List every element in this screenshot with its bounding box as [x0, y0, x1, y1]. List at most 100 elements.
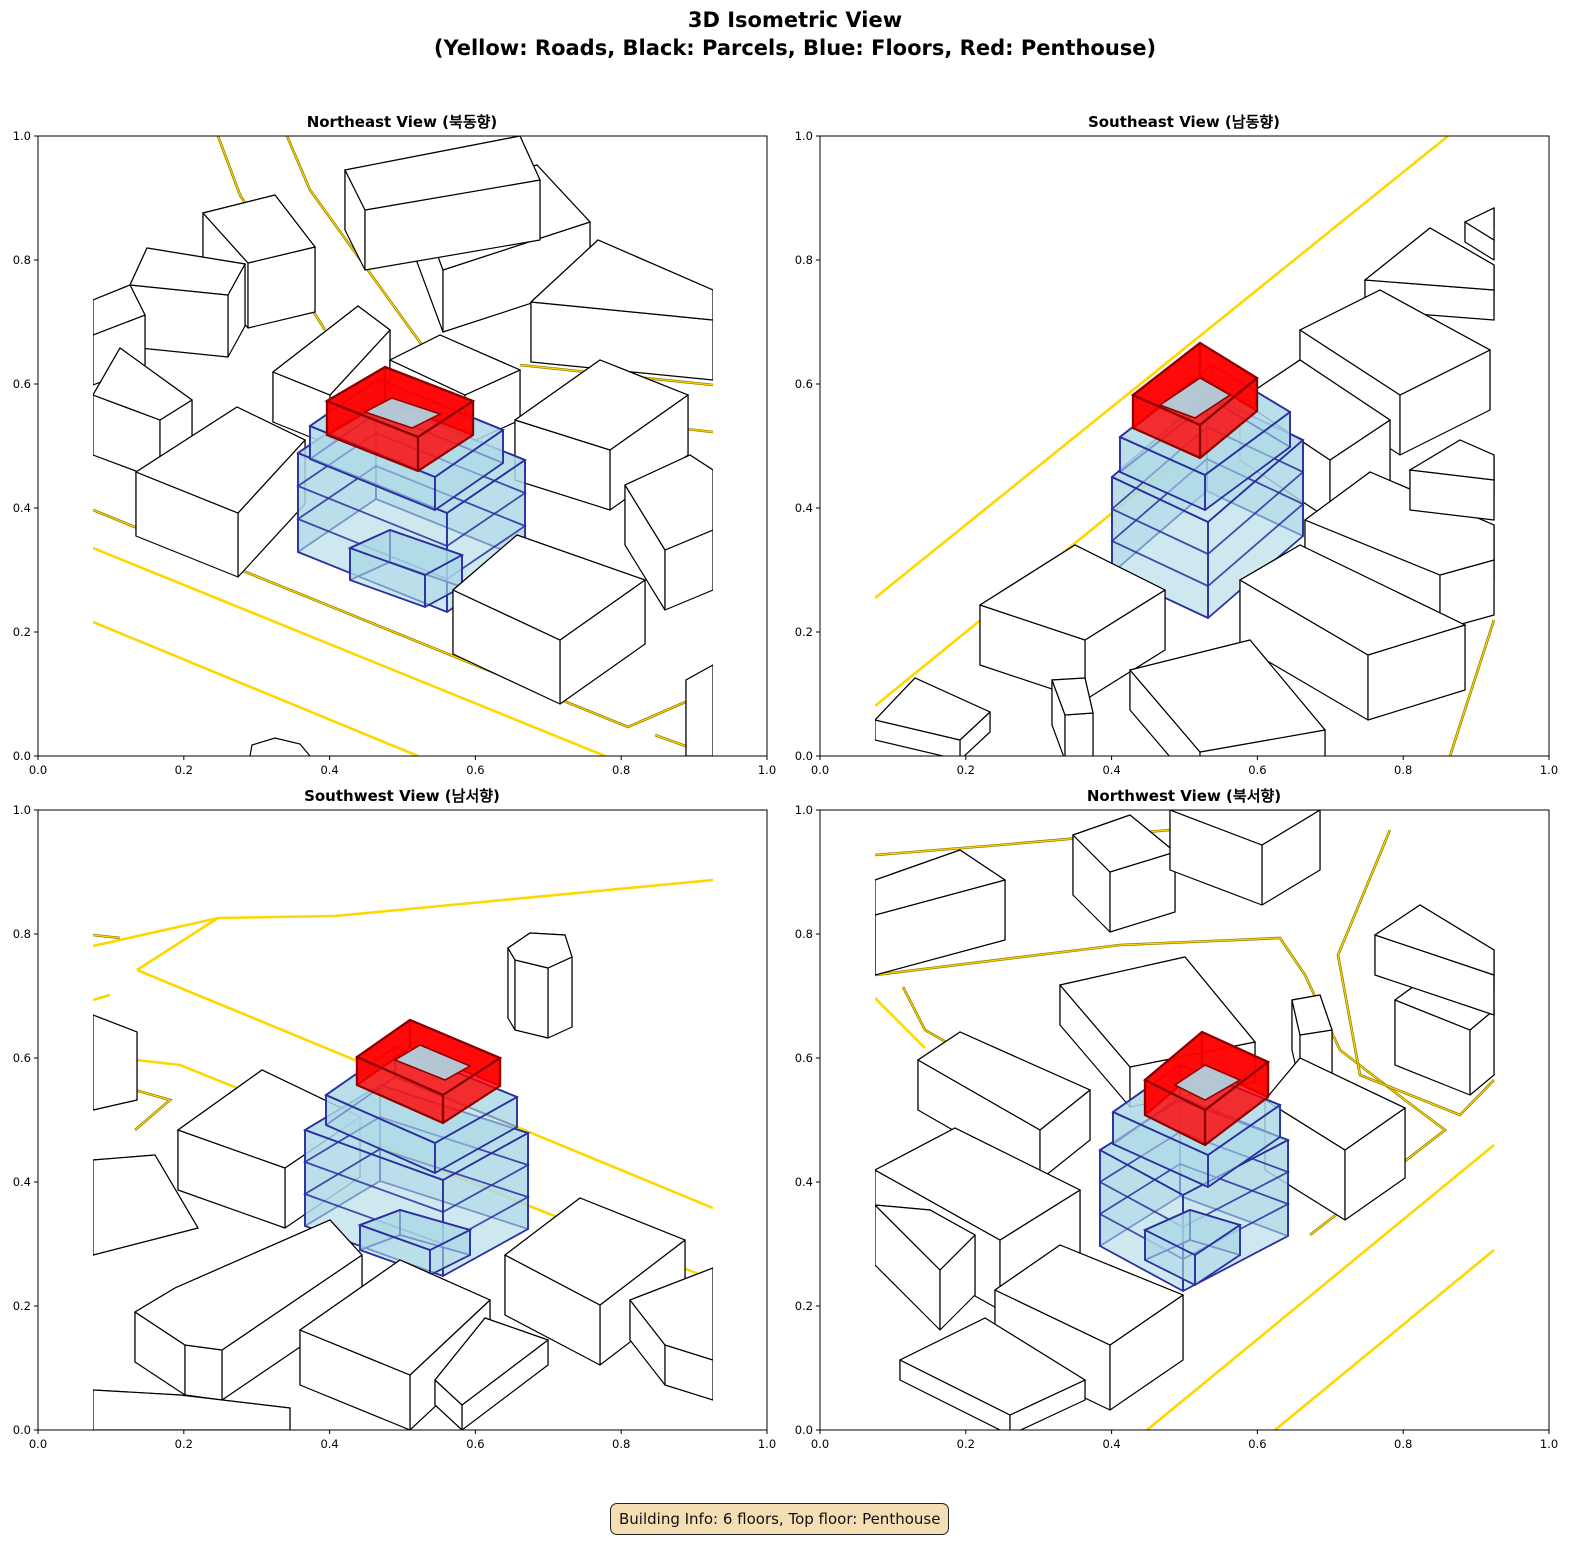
floor-block-top: [347, 529, 465, 576]
y-tick-label: 0.4: [795, 501, 813, 515]
x-tick-label: 1.0: [1540, 763, 1558, 777]
x-tick-label: 0.4: [1102, 763, 1120, 777]
y-tick-label: 0.8: [13, 927, 31, 941]
parcel-building-top: [388, 334, 522, 396]
floor-block-top: [357, 1209, 473, 1251]
x-tick-label: 1.0: [758, 1437, 776, 1451]
x-tick-label: 0.4: [320, 1437, 338, 1451]
road-line: [286, 136, 441, 371]
y-tick-label: 0.6: [795, 377, 813, 391]
y-tick-label: 0.8: [13, 253, 31, 267]
parcel-building-top: [1298, 289, 1492, 396]
figure-title-line2: (Yellow: Roads, Black: Parcels, Blue: Fl…: [434, 36, 1156, 60]
parcel-building-top: [93, 1014, 138, 1111]
parcel-building-top: [875, 1127, 1082, 1241]
penthouse-courtyard: [1173, 1064, 1242, 1101]
x-tick-label: 0.4: [1102, 1437, 1120, 1451]
parcel-building-top: [629, 1267, 713, 1361]
x-tick-label: 0.6: [1248, 1437, 1266, 1451]
parcel-building-top: [1264, 1057, 1407, 1151]
x-tick-label: 1.0: [758, 763, 776, 777]
parcel-building-top: [1051, 677, 1094, 716]
x-tick-label: 0.8: [612, 1437, 630, 1451]
road-line: [93, 993, 111, 1002]
parcel-building-top: [685, 664, 713, 756]
road-line: [93, 509, 691, 728]
axes-frame: [819, 809, 1550, 1431]
x-tick-label: 0.4: [320, 763, 338, 777]
parcel-building-top: [129, 247, 246, 296]
parcel-building-top: [529, 239, 713, 321]
parcel-building-top: [434, 1317, 550, 1406]
x-tick-label: 0.2: [175, 1437, 193, 1451]
panel-southwest-view: Southwest View (남서향) 0.0 0.2 0.4 0.6 0.8 1.0 0…: [13, 787, 776, 1451]
parcel-building-top: [1373, 904, 1495, 976]
x-tick-label: 0.2: [957, 1437, 975, 1451]
parcel-building-top: [1363, 227, 1495, 291]
parcel-building-top: [875, 849, 1007, 916]
axes-frame: [37, 809, 768, 1431]
road-line: [93, 934, 121, 939]
penthouse-courtyard: [363, 397, 442, 429]
y-tick-label: 1.0: [795, 803, 813, 817]
parcel-building-top: [513, 359, 690, 451]
y-tick-label: 0.8: [795, 927, 813, 941]
parcel-building-top: [201, 194, 317, 264]
building-info-box: Building Info: 6 floors, Top floor: Pent…: [610, 1503, 950, 1535]
x-tick-label: 0.0: [29, 1437, 47, 1451]
penthouse-courtyard: [393, 1044, 472, 1081]
y-tick-label: 0.4: [13, 1175, 31, 1189]
parcel-building-face: [507, 947, 516, 1031]
parcel-building-top: [993, 1244, 1185, 1346]
parcel-building-top: [93, 1389, 291, 1430]
y-tick-label: 0.6: [13, 377, 31, 391]
parcel-building-face: [514, 959, 549, 1039]
axes-frame: [819, 135, 1550, 757]
x-tick-label: 0.8: [1394, 1437, 1412, 1451]
road-line: [93, 620, 419, 756]
y-tick-label: 0.0: [795, 1423, 813, 1437]
road-line: [875, 136, 1449, 600]
parcel-building-top: [133, 1219, 363, 1351]
parcel-building-top: [271, 305, 391, 396]
parcel-building-face: [547, 956, 573, 1039]
x-tick-label: 0.6: [466, 1437, 484, 1451]
road-line: [134, 1089, 172, 1131]
parcel-building-top: [1238, 544, 1467, 656]
y-tick-label: 0.2: [795, 1299, 813, 1313]
x-tick-label: 0.6: [1248, 763, 1266, 777]
panel-title: Southwest View (남서향): [304, 787, 500, 805]
parcel-building-top: [344, 136, 541, 211]
panel-title: Northeast View (북동향): [307, 113, 498, 131]
panel-title: Northwest View (북서향): [1087, 787, 1281, 805]
road-line: [1449, 619, 1495, 756]
y-tick-label: 0.2: [13, 625, 31, 639]
parcel-building-top: [624, 454, 713, 551]
figure-title-line1: 3D Isometric View: [688, 8, 902, 32]
parcel-building-top: [503, 1197, 687, 1306]
y-tick-label: 0.0: [13, 1423, 31, 1437]
y-tick-label: 1.0: [795, 129, 813, 143]
x-tick-label: 0.0: [811, 1437, 829, 1451]
parcel-building-top: [93, 1154, 199, 1256]
scene: [875, 136, 1495, 756]
scene: [93, 878, 713, 1430]
road-line: [1146, 1143, 1495, 1430]
road-line: [93, 546, 606, 756]
parcel-building-top: [916, 1031, 1092, 1131]
y-tick-label: 0.0: [795, 749, 813, 763]
y-tick-label: 0.2: [795, 625, 813, 639]
parcel-building-top: [898, 1317, 1087, 1416]
parcel-building-top: [1303, 471, 1495, 576]
parcel-building-top: [93, 284, 146, 336]
road-line: [875, 997, 926, 1049]
x-tick-label: 0.6: [466, 763, 484, 777]
parcel-building-face: [184, 1344, 223, 1401]
parcel-building: [249, 737, 311, 756]
parcel-building-top: [451, 534, 647, 641]
parcel-building-top: [875, 1204, 976, 1271]
parcel-building-top: [1128, 639, 1327, 753]
